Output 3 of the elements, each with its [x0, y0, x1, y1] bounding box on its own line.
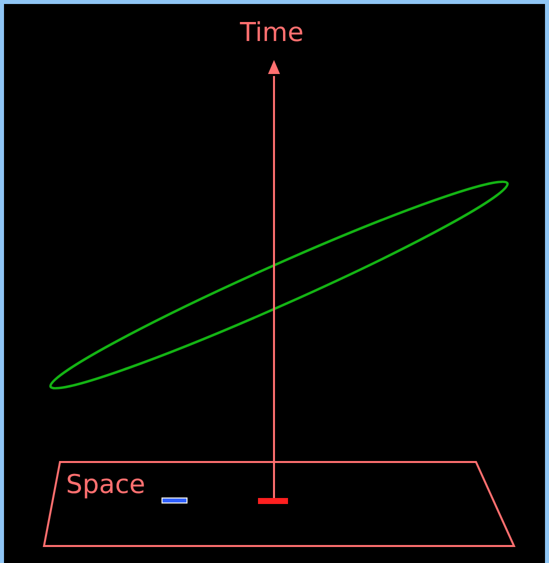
- axis-label: Time: [240, 18, 304, 48]
- plane-label: Space: [66, 470, 146, 500]
- plane-outline: [42, 460, 517, 548]
